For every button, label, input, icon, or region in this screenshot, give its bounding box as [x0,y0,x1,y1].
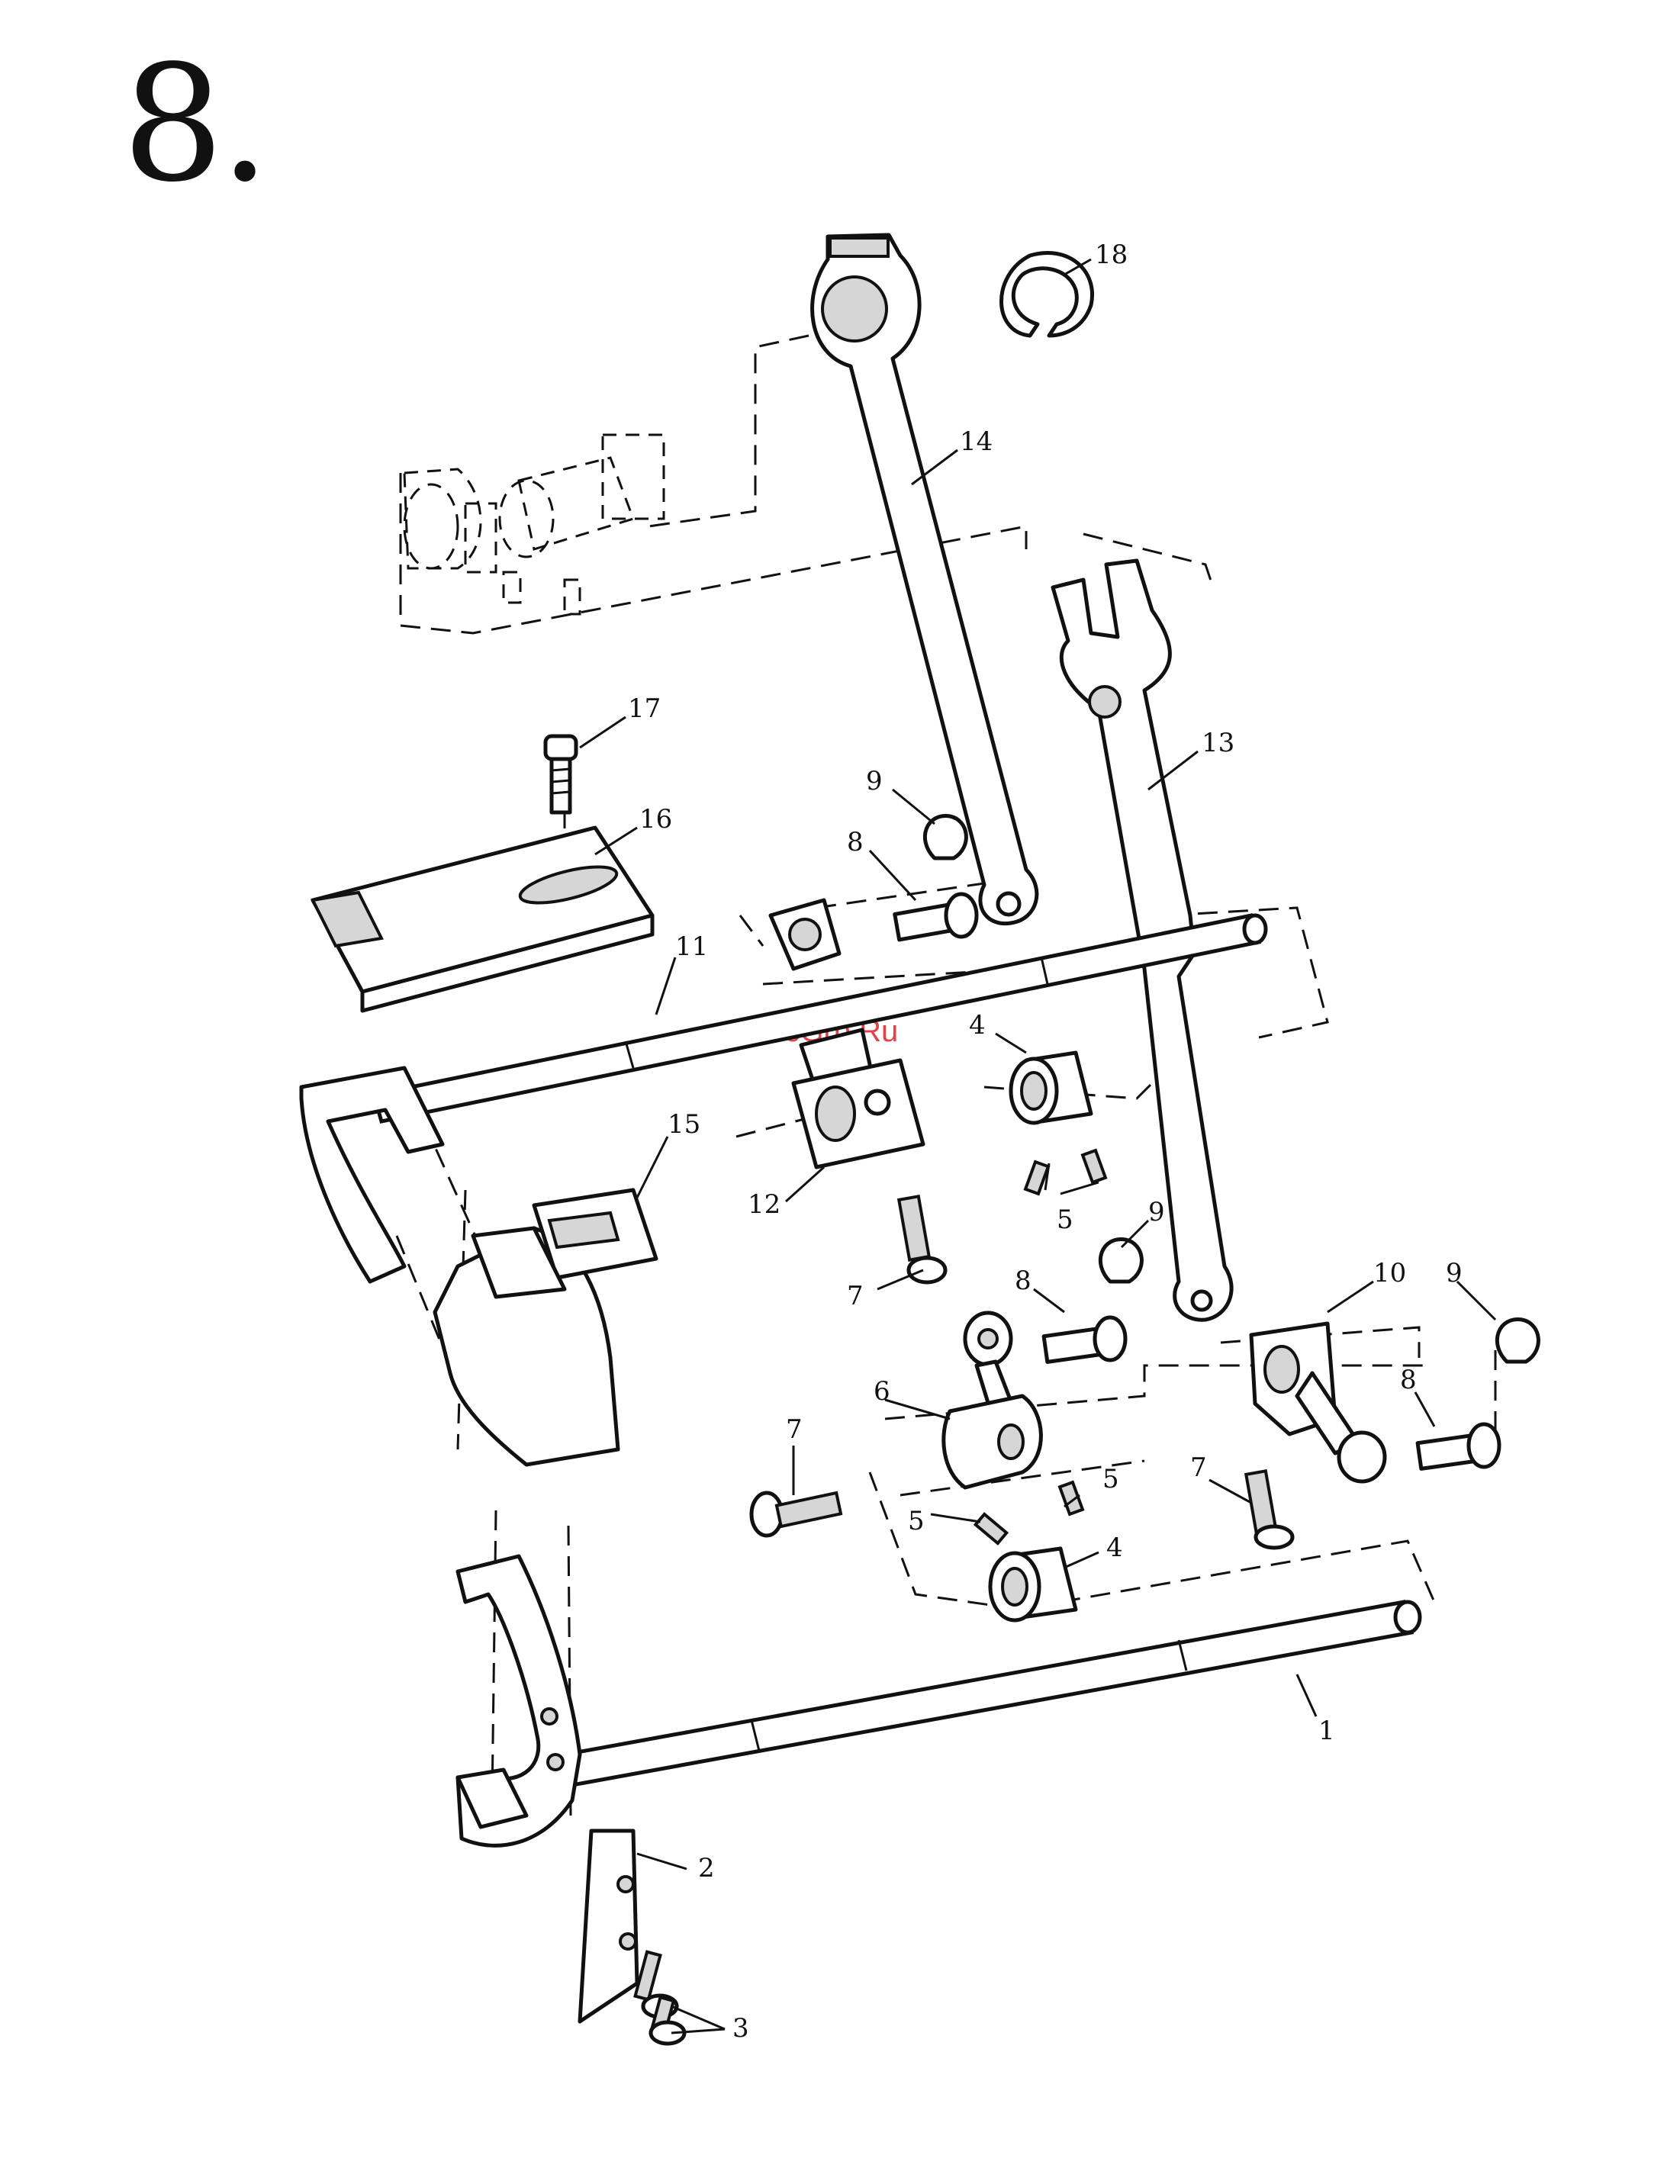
callout-8-middle: 8 [1015,1266,1031,1296]
callout-numbers: 18 14 13 17 16 9 8 11 4 15 12 5 9 7 8 10… [628,240,1463,2044]
callout-3: 3 [732,2013,749,2044]
callout-4-upper: 4 [969,1010,986,1041]
callout-4-lower: 4 [1106,1533,1123,1563]
callout-8-right: 8 [1400,1365,1417,1395]
screw-part-7-right [1246,1471,1292,1548]
callout-9-right: 9 [1446,1258,1463,1288]
plate-part-2 [580,1831,637,2022]
callout-1: 1 [1318,1716,1335,1746]
callout-15: 15 [668,1109,700,1140]
lever-part-10 [1251,1324,1385,1481]
callout-8-upper: 8 [847,827,864,857]
callout-7-left: 7 [786,1414,803,1445]
slide-plate-part-16 [313,828,652,1011]
callout-13: 13 [1202,728,1234,758]
collar-part-4-upper [1011,1053,1091,1123]
callout-18: 18 [1095,240,1128,270]
callout-7-right: 7 [1190,1452,1207,1483]
callout-12: 12 [748,1189,780,1220]
callout-5-left: 5 [908,1506,925,1536]
shaft-part-1 [458,1556,1420,1845]
callout-11: 11 [675,931,708,962]
callout-17: 17 [628,693,661,724]
callout-16: 16 [639,804,672,835]
callout-14: 14 [960,426,993,457]
lever-part-6 [944,1313,1041,1488]
screw-part-17 [546,736,576,812]
pin-part-8-right [1418,1424,1499,1468]
fork-part-15 [301,1068,656,1465]
circlip-part-9-right [1497,1320,1538,1362]
pin-part-8-middle [1044,1317,1125,1362]
callout-5-right: 5 [1102,1464,1119,1494]
collar-part-4-lower [990,1549,1076,1620]
callout-5-upper: 5 [1057,1205,1073,1235]
callout-2: 2 [698,1853,715,1883]
callout-10: 10 [1373,1258,1406,1288]
callout-9-upper: 9 [866,766,883,796]
leader-lines [580,259,1495,2033]
callout-7-upper: 7 [847,1281,864,1311]
callout-6: 6 [874,1376,890,1407]
callout-9-middle: 9 [1148,1197,1165,1227]
screws-part-3 [636,1952,684,2044]
connecting-rod-part-14 [813,235,1037,924]
circlip-part-9-middle [1100,1240,1141,1282]
hub-assembly-dashed [404,435,664,614]
screw-part-7-left [751,1493,841,1536]
pin-part-8-upper [895,894,977,940]
